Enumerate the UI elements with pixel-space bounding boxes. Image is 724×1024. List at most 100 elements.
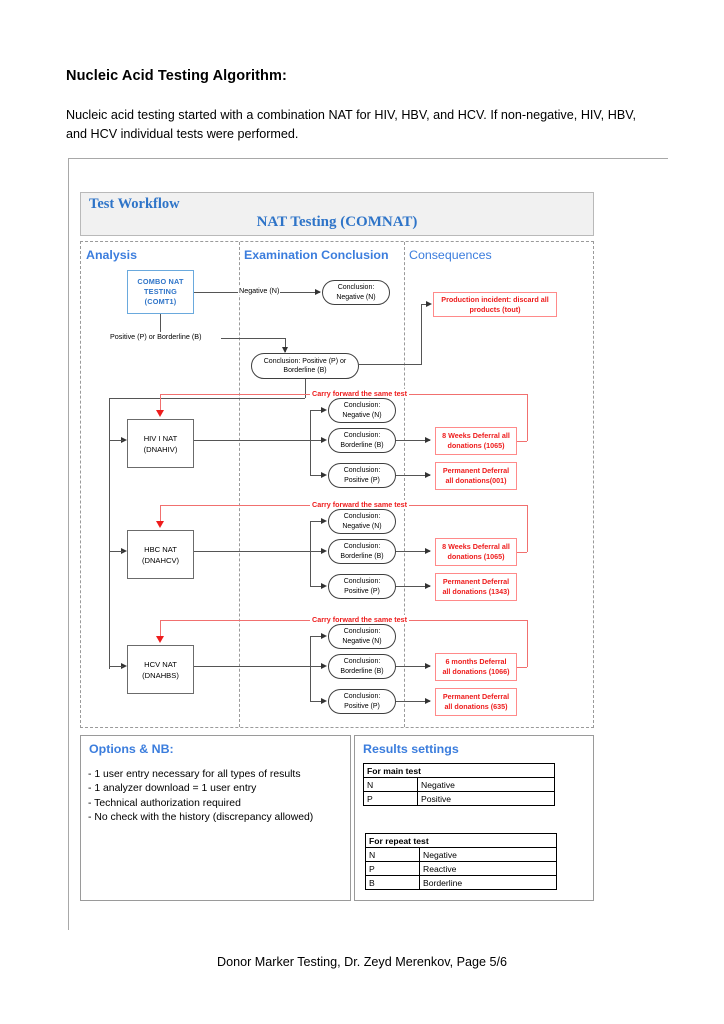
- hbc-pos-conseq-line2: all donations (1343): [442, 587, 510, 596]
- hiv-concl-pos-line2: Positive (P): [344, 476, 380, 484]
- concl-neg-top-line2: Negative (N): [336, 293, 376, 301]
- carry-forward-hbc-return: [517, 552, 527, 553]
- workflow-title-band: Test Workflow NAT Testing (COMNAT): [80, 192, 594, 236]
- edge-incident-in: [421, 304, 429, 305]
- cell-code: N: [365, 847, 420, 862]
- hbc-concl-neg-line1: Conclusion:: [343, 513, 381, 520]
- list-item: - No check with the history (discrepancy…: [88, 812, 314, 824]
- arrowhead-into-hcv: [121, 662, 127, 669]
- concl-neg-top-line1: Conclusion:: [337, 284, 375, 291]
- hcv-nat-line2: (DNAHBS): [142, 670, 179, 680]
- node-hbc-borderline-consequence: 8 Weeks Deferral all donations (1065): [435, 538, 517, 566]
- production-incident-line1: Production incident: discard all: [441, 294, 549, 304]
- hiv-concl-border-line2: Borderline (B): [340, 441, 384, 449]
- arrowhead-hcv-neg: [321, 632, 327, 639]
- page-title: Nucleic Acid Testing Algorithm:: [66, 68, 287, 84]
- node-hcv-nat: HCV NAT (DNAHBS): [127, 645, 194, 694]
- arrowhead-hiv-border: [321, 436, 327, 443]
- results-table-main: For main test N Negative P Positive: [363, 763, 555, 806]
- options-panel: Options & NB: - 1 user entry necessary f…: [80, 735, 351, 901]
- edge-hbc-border-to-conseq: [396, 551, 430, 552]
- combo-nat-line3: (COMT1): [144, 297, 177, 306]
- edge-hcv-to-border: [310, 666, 324, 667]
- cell-code: N: [363, 777, 418, 792]
- frame-left-rule: [68, 158, 69, 930]
- table-header-main: For main test: [363, 763, 555, 778]
- workflow-band-left-label: Test Workflow: [89, 196, 180, 212]
- edge-posborder-spine-down: [305, 379, 306, 398]
- node-hbc-conclusion-negative: Conclusion: Negative (N): [328, 509, 396, 534]
- lane-header-analysis: Analysis: [86, 248, 137, 262]
- frame-top-rule: [68, 158, 668, 159]
- results-settings-panel: Results settings For main test N Negativ…: [354, 735, 594, 901]
- hcv-concl-neg-line1: Conclusion:: [343, 628, 381, 635]
- list-item: - 1 user entry necessary for all types o…: [88, 769, 301, 780]
- hiv-concl-border-line1: Conclusion:: [343, 432, 381, 439]
- node-hcv-conclusion-positive: Conclusion: Positive (P): [328, 689, 396, 714]
- hcv-nat-line1: HCV NAT: [144, 659, 177, 669]
- edge-hiv-out: [194, 440, 310, 441]
- hcv-concl-pos-line2: Positive (P): [344, 702, 380, 710]
- node-hiv-conclusion-positive: Conclusion: Positive (P): [328, 463, 396, 488]
- cell-code: P: [365, 861, 420, 876]
- carry-forward-hcv-return: [517, 667, 527, 668]
- edge-label-negative: Negative (N): [238, 286, 281, 295]
- edge-hbc-to-pos: [310, 586, 324, 587]
- hcv-border-conseq-line1: 6 months Deferral: [445, 657, 507, 666]
- node-hiv-conclusion-negative: Conclusion: Negative (N): [328, 398, 396, 423]
- node-hcv-conclusion-negative: Conclusion: Negative (N): [328, 624, 396, 649]
- options-panel-title: Options & NB:: [89, 742, 174, 756]
- edge-hcv-branch-spine: [310, 636, 311, 701]
- arrowhead-hbc-border-conseq: [425, 547, 431, 554]
- edge-hiv-pos-to-conseq: [396, 475, 430, 476]
- arrowhead-into-hiv: [121, 436, 127, 443]
- hiv-nat-line2: (DNAHIV): [143, 444, 178, 454]
- carry-forward-hcv-right: [527, 620, 528, 667]
- edge-combo-down: [160, 314, 161, 336]
- hbc-concl-neg-line2: Negative (N): [342, 522, 382, 530]
- arrowhead-hiv-pos-conseq: [425, 471, 431, 478]
- node-hiv-borderline-consequence: 8 Weeks Deferral all donations (1065): [435, 427, 517, 455]
- table-row: P Reactive: [365, 861, 557, 876]
- table-row: For main test: [363, 763, 555, 778]
- hbc-concl-border-line1: Conclusion:: [343, 543, 381, 550]
- carry-forward-hbc-right: [527, 505, 528, 552]
- edge-incident-riser: [421, 304, 422, 365]
- hbc-border-conseq-line1: 8 Weeks Deferral all: [442, 542, 510, 551]
- hcv-border-conseq-line2: all donations (1066): [442, 667, 510, 676]
- edge-into-hiv: [109, 440, 123, 441]
- cell-code: B: [365, 875, 420, 890]
- arrowhead-hcv-pos-conseq: [425, 697, 431, 704]
- hiv-concl-neg-line1: Conclusion:: [343, 402, 381, 409]
- arrowhead-hiv-neg: [321, 406, 327, 413]
- node-hbc-nat: HBC NAT (DNAHCV): [127, 530, 194, 579]
- node-combo-nat-testing: COMBO NAT TESTING (COMT1): [127, 270, 194, 314]
- edge-label-carry-forward-hiv: Carry forward the same test: [310, 389, 410, 398]
- carry-forward-hbc-left: [160, 505, 161, 523]
- hiv-concl-pos-line1: Conclusion:: [343, 467, 381, 474]
- edge-label-carry-forward-hcv: Carry forward the same test: [310, 615, 410, 624]
- hcv-concl-border-line2: Borderline (B): [340, 667, 384, 675]
- hbc-concl-pos-line1: Conclusion:: [343, 578, 381, 585]
- hcv-concl-pos-line1: Conclusion:: [343, 693, 381, 700]
- hcv-concl-neg-line2: Negative (N): [342, 637, 382, 645]
- edge-hiv-to-border: [310, 440, 324, 441]
- edge-posborder-drop: [285, 338, 286, 352]
- arrowhead-hbc-pos: [321, 582, 327, 589]
- hbc-concl-pos-line2: Positive (P): [344, 587, 380, 595]
- lane-divider-2: [404, 242, 405, 727]
- edge-spine-left: [109, 398, 305, 399]
- concl-posborder-line1: Conclusion: Positive (P) or: [263, 357, 347, 365]
- edge-hcv-to-neg: [310, 636, 324, 637]
- hiv-border-conseq-line1: 8 Weeks Deferral all: [442, 431, 510, 440]
- hiv-nat-line1: HIV I NAT: [143, 433, 178, 443]
- node-hiv-positive-consequence: Permanent Deferral all donations(001): [435, 462, 517, 490]
- arrowhead-combo-to-negative: [315, 288, 321, 295]
- cell-meaning: Reactive: [419, 861, 557, 876]
- table-row: N Negative: [365, 847, 557, 862]
- hiv-pos-conseq-line2: all donations(001): [445, 476, 507, 485]
- edge-hbc-out: [194, 551, 310, 552]
- arrowhead-carry-forward-hbc: [156, 521, 164, 528]
- hbc-nat-line2: (DNAHCV): [141, 555, 180, 565]
